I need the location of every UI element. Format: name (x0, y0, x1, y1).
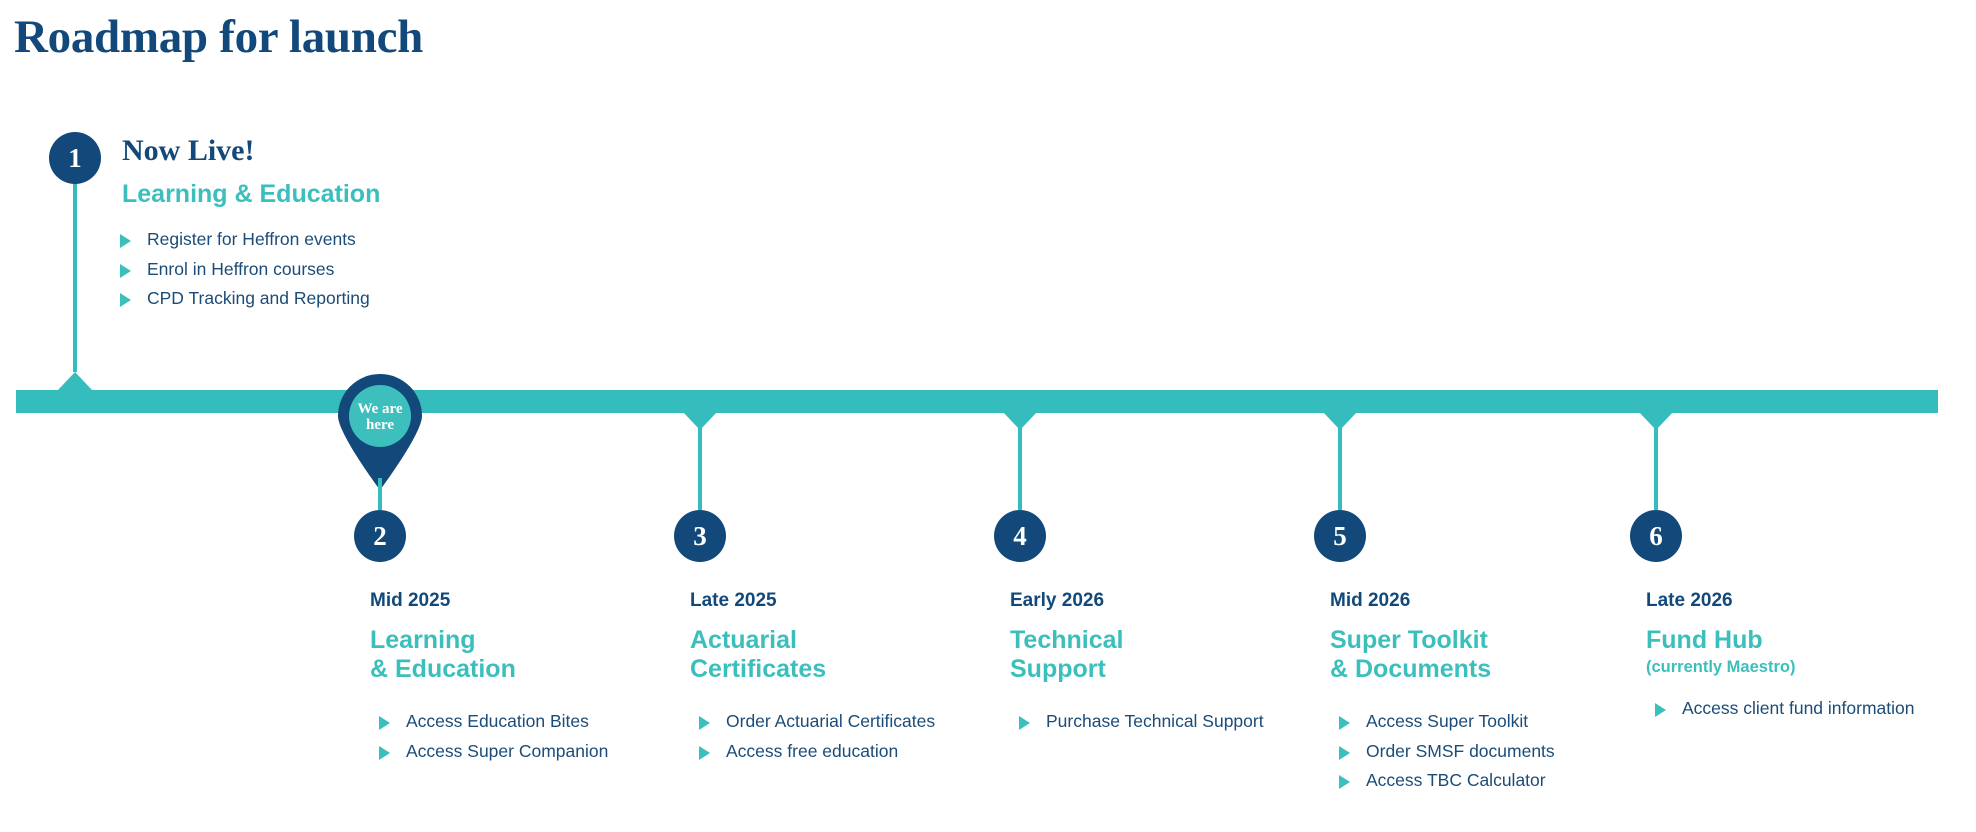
milestone-column-2: Mid 2025 Learning & Education Access Edu… (370, 590, 700, 769)
milestone-heading-4: Technical Support (1010, 626, 1124, 683)
list-item-label: Enrol in Heffron courses (147, 258, 335, 279)
milestone-number-1[interactable]: 1 (49, 132, 101, 184)
triangle-bullet-icon (1339, 745, 1350, 760)
milestone-heading-3: Actuarial Certificates (690, 626, 827, 683)
triangle-bullet-icon (1339, 775, 1350, 790)
triangle-bullet-icon (1019, 716, 1030, 730)
milestone-number-6[interactable]: 6 (1630, 510, 1682, 562)
list-item: Order Actuarial Certificates (699, 710, 1020, 734)
milestone-period-2: Mid 2025 (370, 590, 451, 611)
triangle-bullet-icon (379, 745, 390, 760)
list-item-label: CPD Tracking and Reporting (147, 288, 370, 309)
milestone-note-6: (currently Maestro) (1646, 658, 1796, 676)
list-item: Access free education (699, 740, 1020, 764)
list-item-label: Access TBC Calculator (1366, 770, 1546, 791)
milestone-period-4: Early 2026 (1010, 590, 1105, 611)
triangle-bullet-icon (699, 745, 710, 760)
milestone-number-4[interactable]: 4 (994, 510, 1046, 562)
triangle-bullet-icon (379, 716, 390, 730)
milestone-bullets-5: Access Super Toolkit Order SMSF document… (1330, 710, 1660, 793)
list-item: Access Super Companion (379, 740, 700, 764)
milestone-column-4: Early 2026 Technical Support Purchase Te… (1010, 590, 1340, 740)
list-item: Register for Heffron events (120, 228, 370, 252)
connector-stem-marker (378, 478, 382, 510)
list-item: Access Education Bites (379, 710, 700, 734)
milestone-number-5[interactable]: 5 (1314, 510, 1366, 562)
milestone-bullets-6: Access client fund information (1646, 697, 1976, 721)
list-item: Purchase Technical Support (1019, 710, 1340, 734)
milestone-number-2[interactable]: 2 (354, 510, 406, 562)
milestone-bullets-1: Register for Heffron events Enrol in Hef… (120, 228, 370, 317)
list-item-label: Access client fund information (1682, 698, 1915, 718)
triangle-bullet-icon (120, 263, 131, 278)
list-item: Access Super Toolkit (1339, 710, 1660, 734)
timeline-bar (16, 390, 1938, 413)
milestone-column-6: Late 2026 Fund Hub (currently Maestro) A… (1646, 590, 1976, 727)
list-item-label: Register for Heffron events (147, 229, 356, 249)
milestone-period-1: Now Live! (122, 134, 255, 167)
triangle-bullet-icon (1655, 703, 1666, 717)
connector-stem-1 (73, 184, 77, 372)
list-item: Enrol in Heffron courses (120, 258, 370, 282)
connector-stem-6 (1654, 412, 1658, 510)
list-item-label: Access Super Companion (406, 740, 609, 761)
connector-stem-5 (1338, 412, 1342, 510)
list-item-label: Purchase Technical Support (1046, 711, 1264, 731)
milestone-heading-6: Fund Hub (1646, 626, 1763, 654)
triangle-bullet-icon (1339, 716, 1350, 730)
connector-arrow-up-1 (58, 372, 92, 390)
list-item-label: Order SMSF documents (1366, 740, 1555, 761)
milestone-heading-5: Super Toolkit & Documents (1330, 626, 1492, 683)
map-pin-icon (338, 374, 422, 490)
milestone-column-3: Late 2025 Actuarial Certificates Order A… (690, 590, 1020, 769)
list-item: CPD Tracking and Reporting (120, 287, 370, 311)
milestone-number-3[interactable]: 3 (674, 510, 726, 562)
connector-stem-3 (698, 412, 702, 510)
milestone-heading-1: Learning & Education (122, 180, 381, 208)
milestone-column-5: Mid 2026 Super Toolkit & Documents Acces… (1330, 590, 1660, 799)
list-item-label: Access Education Bites (406, 711, 589, 731)
triangle-bullet-icon (699, 716, 710, 730)
milestone-period-6: Late 2026 (1646, 590, 1733, 611)
milestone-bullets-4: Purchase Technical Support (1010, 710, 1340, 734)
list-item-label: Access Super Toolkit (1366, 711, 1529, 731)
triangle-bullet-icon (120, 293, 131, 308)
list-item: Access TBC Calculator (1339, 769, 1660, 793)
list-item: Order SMSF documents (1339, 740, 1660, 764)
triangle-bullet-icon (120, 234, 131, 248)
milestone-heading-2: Learning & Education (370, 626, 516, 683)
list-item-label: Access free education (726, 740, 899, 761)
connector-stem-4 (1018, 412, 1022, 510)
we-are-here-marker: We are here (334, 372, 426, 490)
milestone-period-3: Late 2025 (690, 590, 777, 611)
list-item: Access client fund information (1655, 697, 1976, 721)
milestone-bullets-2: Access Education Bites Access Super Comp… (370, 710, 700, 763)
page-title: Roadmap for launch (14, 11, 423, 63)
milestone-period-5: Mid 2026 (1330, 590, 1411, 611)
list-item-label: Order Actuarial Certificates (726, 711, 936, 731)
milestone-bullets-3: Order Actuarial Certificates Access free… (690, 710, 1020, 763)
